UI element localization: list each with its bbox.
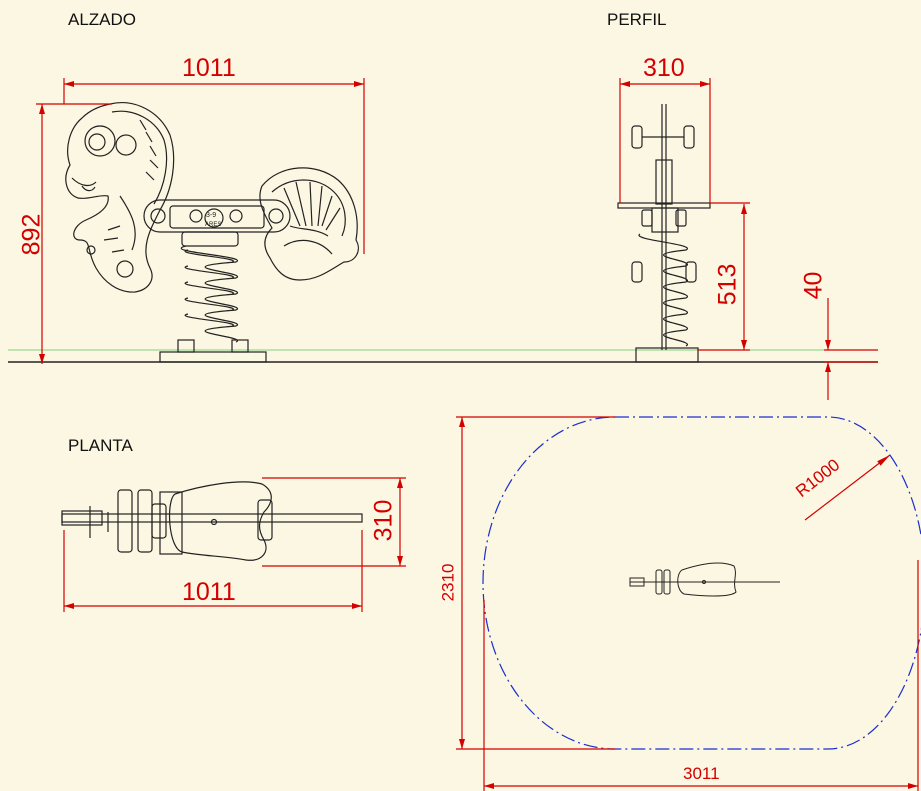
- age-badge: 3-9: [206, 212, 217, 219]
- dimension-lines: [36, 78, 919, 791]
- dim-zone-width: 3011: [683, 764, 720, 783]
- dim-planta-length: 1011: [182, 578, 236, 606]
- product-badge: ARES: [205, 222, 222, 228]
- dim-perfil-seat-height: 513: [713, 263, 742, 306]
- view-label-alzado: ALZADO: [68, 10, 137, 29]
- planta-rider: [61, 481, 363, 561]
- dim-perfil-width: 310: [643, 54, 685, 82]
- dim-perfil-depth: 40: [799, 271, 828, 300]
- safety-zone-outline: [482, 416, 921, 750]
- dim-alzado-height: 892: [17, 213, 46, 256]
- view-label-planta: PLANTA: [68, 436, 133, 455]
- dim-alzado-width: 1011: [182, 54, 236, 82]
- dim-planta-width: 310: [369, 499, 398, 542]
- alzado-horse: [65, 102, 359, 363]
- view-label-perfil: PERFIL: [607, 10, 667, 29]
- perfil-rider: [617, 104, 711, 363]
- zone-mini-rider: [629, 562, 780, 597]
- ground-line: [8, 349, 878, 363]
- dim-zone-height: 2310: [438, 563, 458, 602]
